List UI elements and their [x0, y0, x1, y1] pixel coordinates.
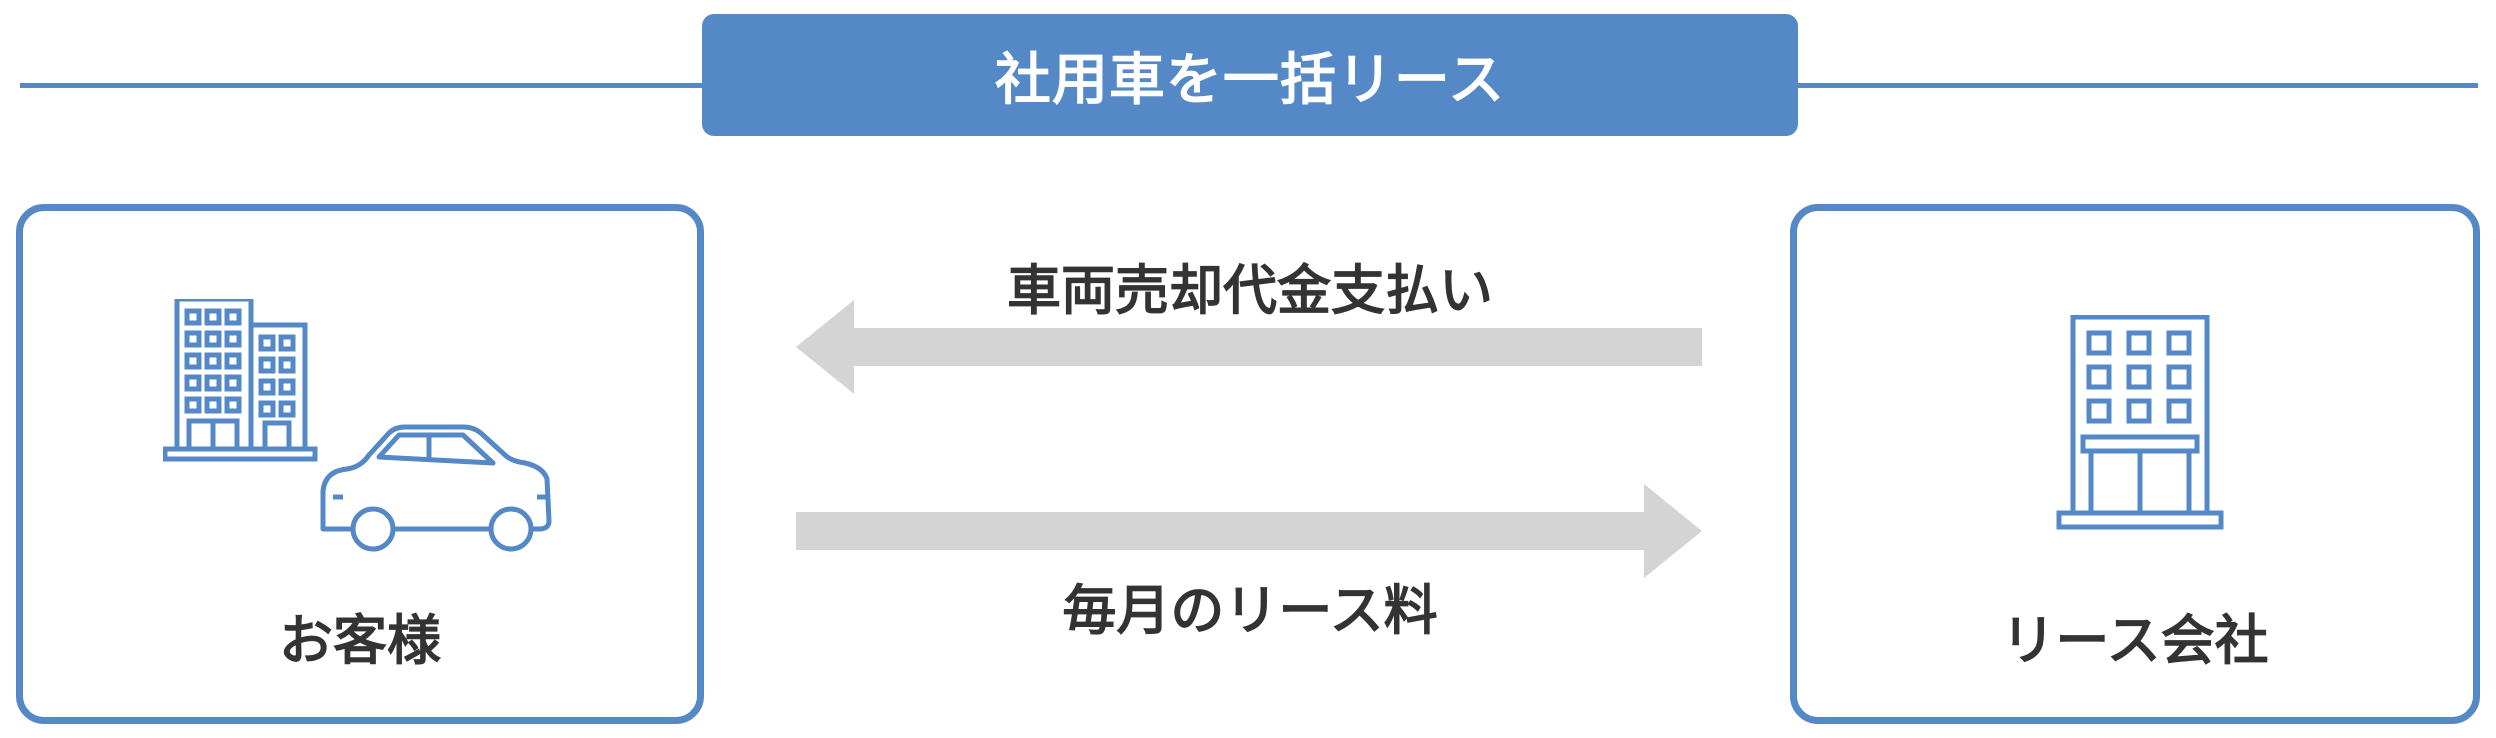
monthly-fee-arrow [796, 484, 1702, 578]
header-rule-left [20, 83, 704, 88]
building-icon [163, 299, 318, 462]
sale-payment-arrow [796, 300, 1702, 394]
office-building-icon [2056, 315, 2224, 530]
monthly-fee-label: 毎月のリース料 [1062, 579, 1438, 642]
sale-payment-label: 車両売却代金支払い [1007, 259, 1493, 322]
customer-icons [163, 299, 552, 552]
car-icon [320, 424, 552, 552]
customer-box: お客様 [16, 204, 704, 724]
diagram-title-box: 社用車を一括リース [702, 14, 1798, 136]
customer-label: お客様 [279, 609, 441, 672]
diagram-title: 社用車を一括リース [994, 47, 1506, 113]
lessor-box: リース会社 [1790, 204, 2480, 724]
lessor-label: リース会社 [2001, 609, 2269, 672]
header-rule-right [1796, 83, 2478, 88]
